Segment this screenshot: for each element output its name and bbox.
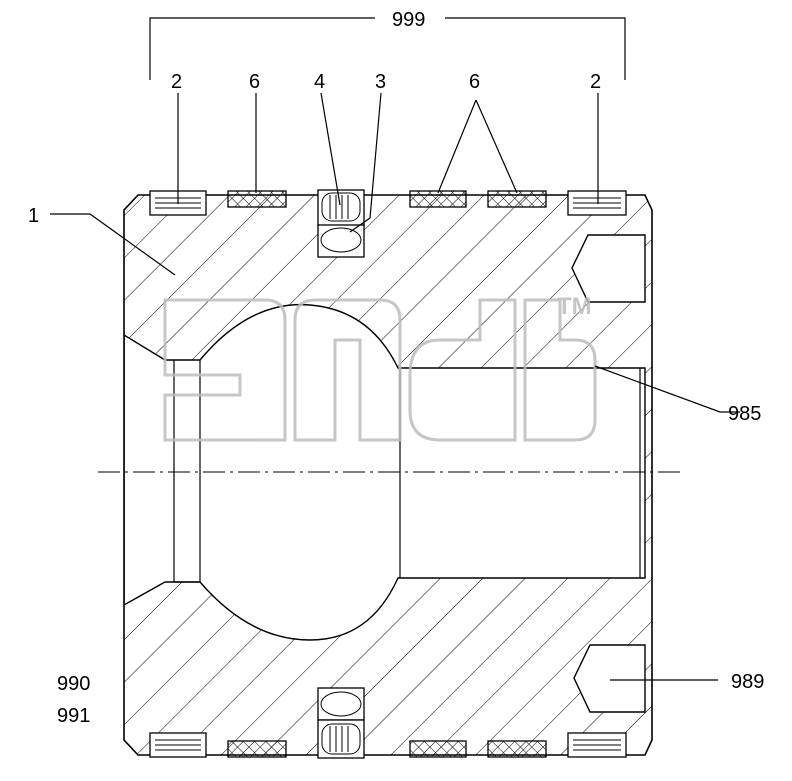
label-6-right: 6 — [469, 71, 480, 93]
assembly-bracket: 999 — [149, 9, 626, 80]
leader-lines — [50, 92, 740, 681]
bottom-seals — [149, 687, 627, 759]
label-990: 990 — [57, 673, 90, 695]
label-2-right: 2 — [590, 71, 601, 93]
label-989: 989 — [731, 671, 764, 693]
label-3: 3 — [375, 71, 386, 93]
label-999: 999 — [392, 9, 425, 31]
label-4: 4 — [314, 71, 325, 93]
housing-body — [124, 195, 652, 755]
top-seals — [149, 189, 627, 258]
label-6-left: 6 — [249, 71, 260, 93]
trademark-text: TM — [557, 293, 592, 320]
label-1: 1 — [28, 205, 39, 227]
label-2-left: 2 — [171, 71, 182, 93]
watermark-logo: TM — [163, 293, 597, 442]
label-985: 985 — [728, 403, 761, 425]
label-991: 991 — [57, 705, 90, 727]
